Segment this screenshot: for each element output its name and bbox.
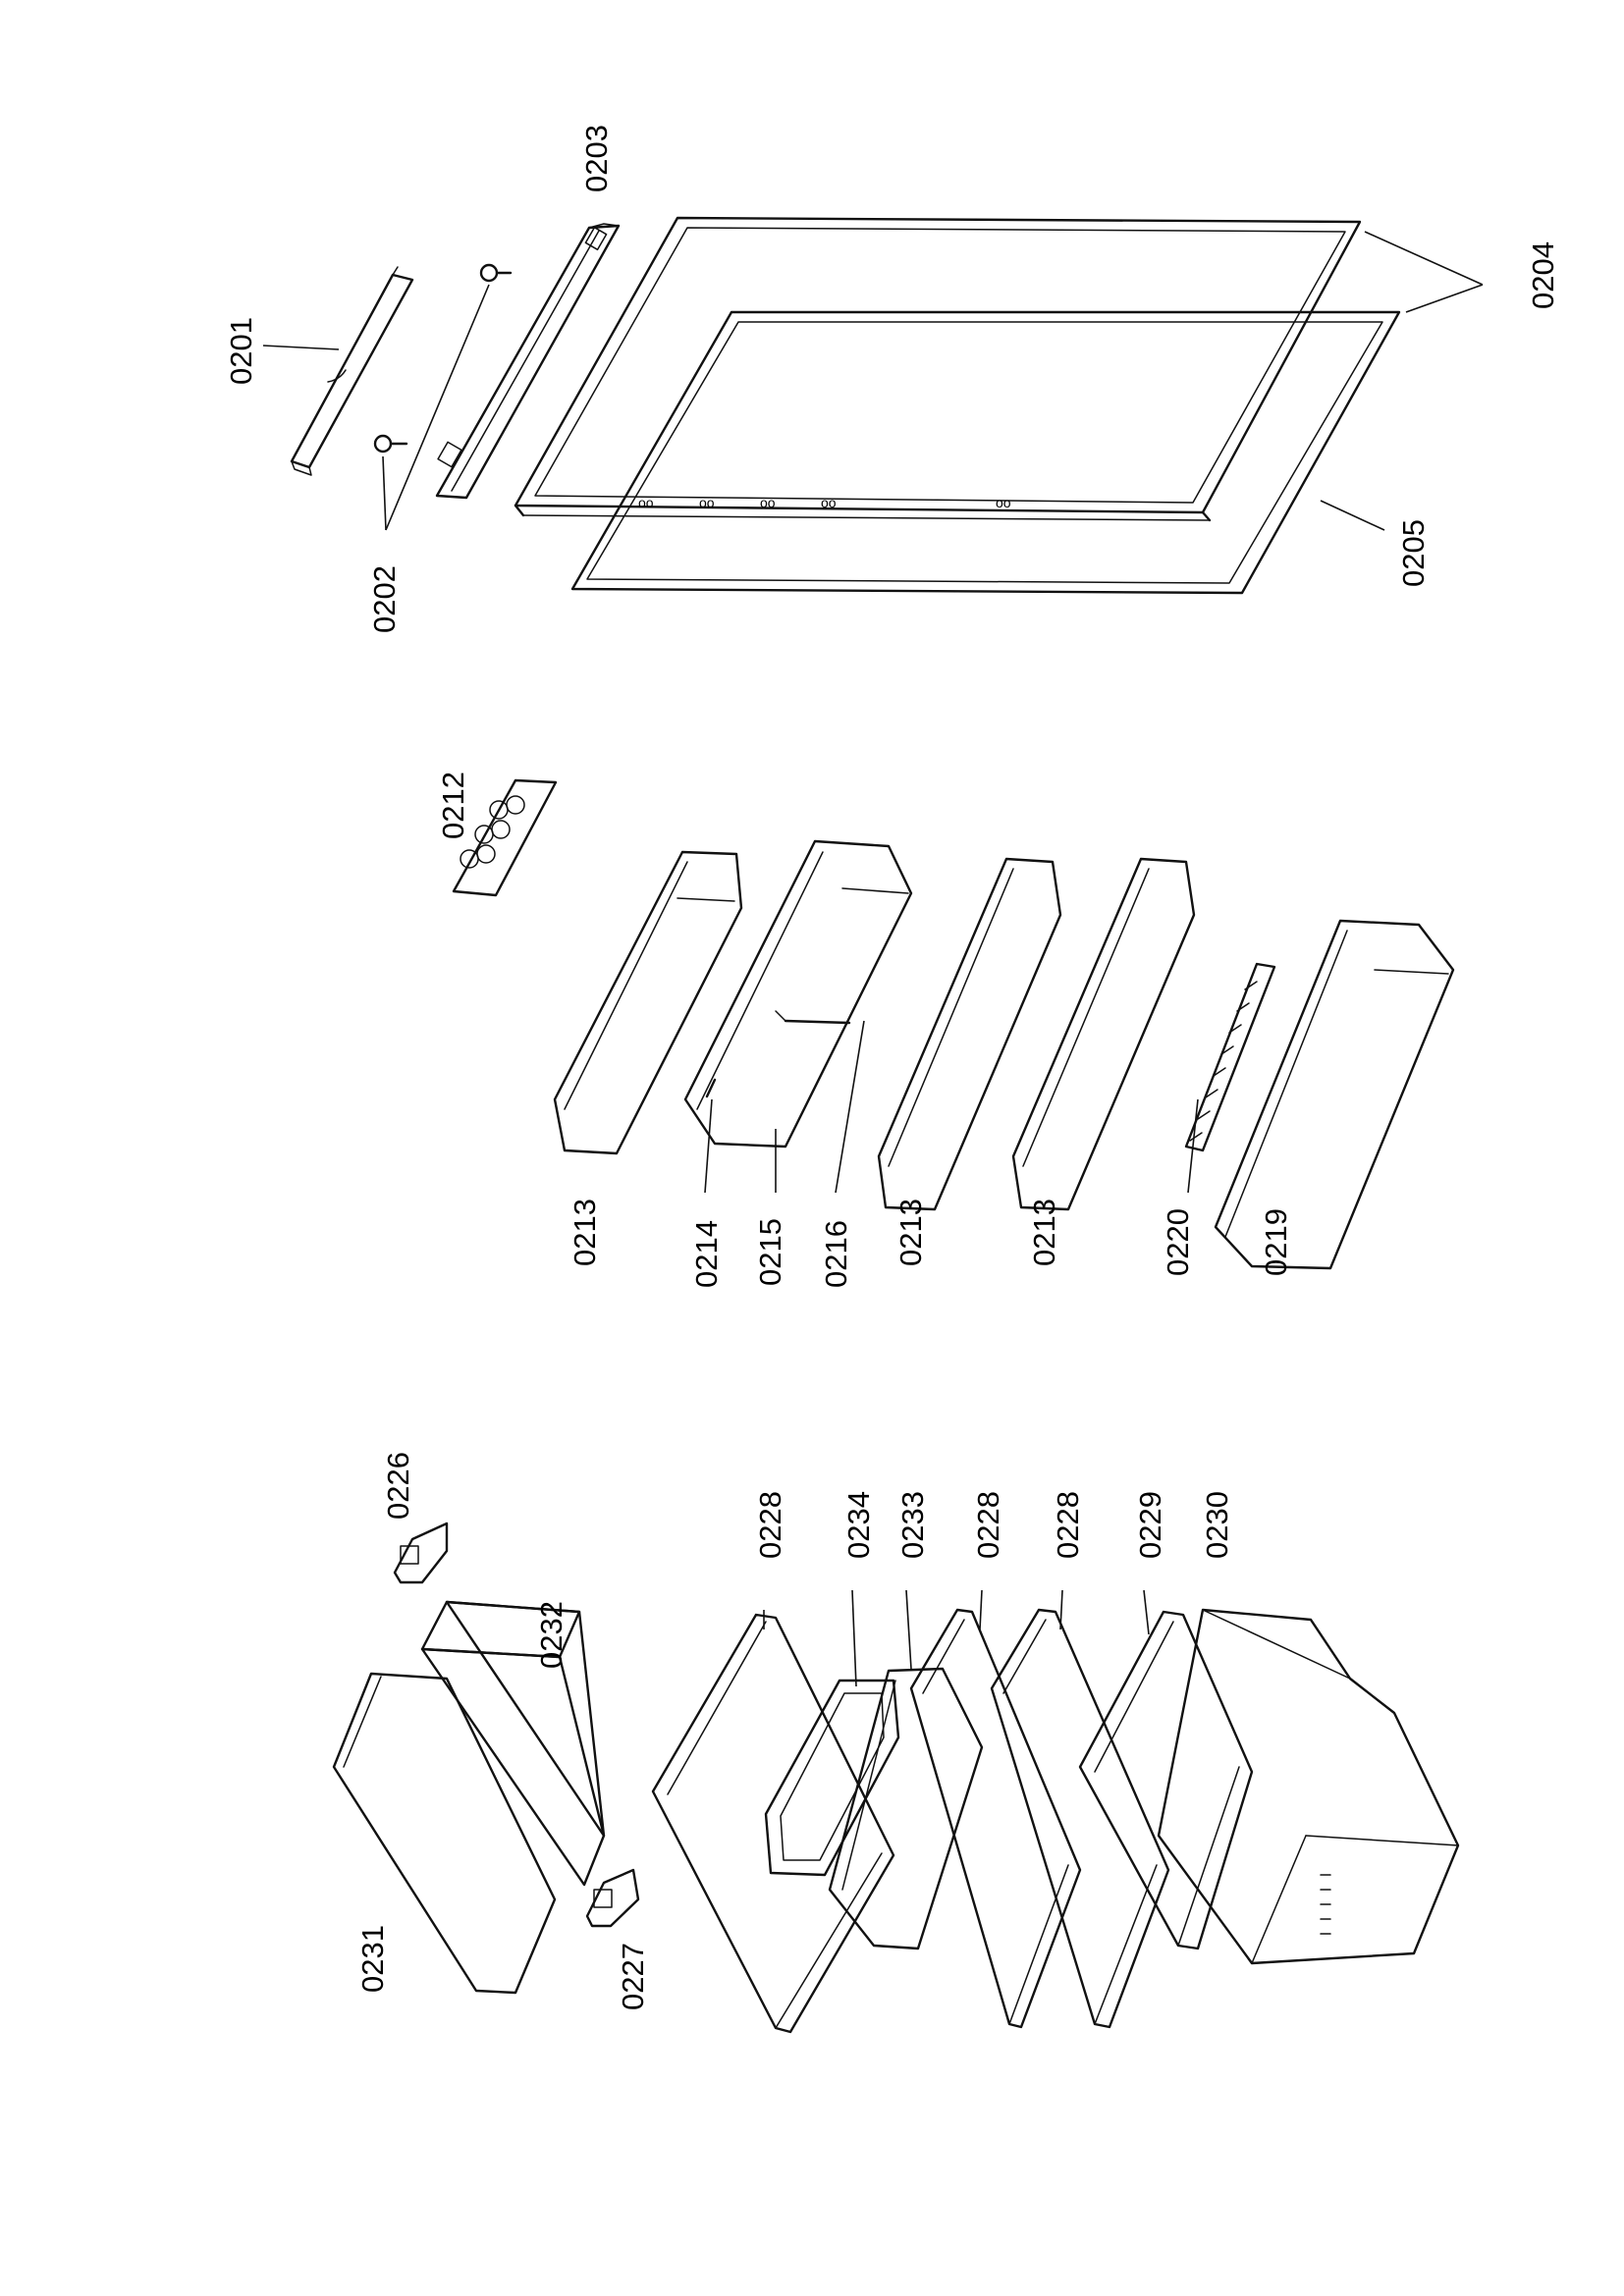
callout-0230: 0230: [1200, 1491, 1234, 1559]
callout-0220: 0220: [1161, 1208, 1195, 1276]
shelf-support-0227: [585, 1868, 640, 1928]
tray-0234: [764, 1679, 900, 1877]
door-shelf-0213-c: [1011, 857, 1196, 1211]
leader-lines: [262, 231, 1484, 1687]
hinge-bracket-0203: [435, 223, 621, 500]
handle-cover-0201: [290, 266, 414, 476]
callout-0229: 0229: [1133, 1491, 1167, 1559]
callout-0213-a: 0213: [568, 1199, 602, 1266]
svg-text:oo: oo: [760, 495, 776, 510]
callout-0213-b: 0213: [893, 1199, 928, 1266]
callout-0203: 0203: [579, 125, 614, 192]
callout-labels: 0201 0202 0203 0204 0205 0212 0213 0214 …: [224, 125, 1560, 2010]
callout-0228-b: 0228: [971, 1491, 1005, 1559]
bottle-guard-0220: [1184, 962, 1276, 1152]
screw-0202-b: [373, 434, 408, 454]
callout-0202: 0202: [367, 565, 402, 633]
door-shelf-0213-a: [553, 850, 743, 1155]
svg-text:oo: oo: [699, 495, 715, 510]
glass-shelf-0231: [332, 1672, 557, 1995]
callout-0228-a: 0228: [753, 1491, 787, 1559]
door-panel-0204: oo oo oo oo oo: [514, 216, 1362, 522]
screw-0202-a: [479, 263, 513, 283]
door-shelf-0213-b: [877, 857, 1062, 1211]
callout-0226: 0226: [381, 1452, 415, 1520]
callout-0228-c: 0228: [1051, 1491, 1085, 1559]
crisper-cover-0229: [1078, 1610, 1254, 1950]
door-shelves: [452, 778, 1455, 1270]
shelf-divider-0216: [775, 1010, 851, 1025]
glass-shelf-0232: [420, 1600, 606, 1887]
shelf-0228-c: [990, 1608, 1170, 2029]
callout-0205: 0205: [1396, 519, 1431, 587]
crisper-frame-0233: [828, 1667, 984, 1950]
shelf-0228-a: [651, 1613, 895, 2034]
callout-0212: 0212: [436, 772, 470, 839]
shelf-0228-b: [909, 1608, 1082, 2029]
callout-0214: 0214: [689, 1220, 724, 1288]
svg-text:oo: oo: [821, 495, 837, 510]
cabinet-shelves: [332, 1522, 1460, 2034]
door-assembly: oo oo oo oo oo: [290, 216, 1401, 595]
door-shelf-0219: [1214, 919, 1455, 1270]
callout-0227: 0227: [616, 1943, 650, 2010]
svg-text:oo: oo: [996, 495, 1011, 510]
door-gasket-0205: [570, 310, 1401, 595]
callout-0213-c: 0213: [1027, 1199, 1061, 1266]
shelf-support-0226: [393, 1522, 449, 1584]
callout-0234: 0234: [841, 1491, 876, 1559]
callout-0215: 0215: [753, 1218, 787, 1286]
svg-text:oo: oo: [638, 495, 654, 510]
callout-0201: 0201: [224, 317, 258, 385]
callout-0219: 0219: [1259, 1208, 1293, 1276]
callout-0216: 0216: [819, 1220, 853, 1288]
callout-0232: 0232: [534, 1601, 568, 1669]
callout-0233: 0233: [895, 1491, 930, 1559]
door-shelf-0215: [683, 839, 913, 1148]
shelf-clip-0214: [705, 1078, 717, 1098]
door-shelf-holes: oo oo oo oo oo: [638, 495, 1011, 510]
callout-0231: 0231: [355, 1925, 390, 1993]
callout-0204: 0204: [1526, 241, 1560, 309]
egg-tray-0212: [452, 778, 558, 897]
crisper-drawer-0230: [1157, 1608, 1460, 1965]
